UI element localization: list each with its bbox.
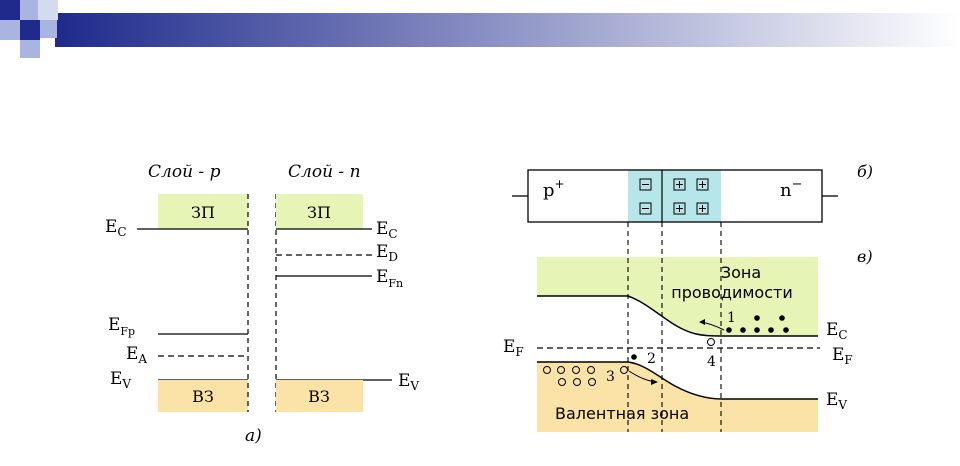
p-plus-label: p+ — [543, 177, 565, 201]
caption-a: а) — [245, 426, 262, 446]
ec-label-n: EC — [376, 219, 398, 241]
header-square — [20, 0, 40, 20]
header-square — [0, 0, 20, 20]
header-square — [20, 40, 40, 58]
conduction-zone-label-2: проводимости — [671, 283, 792, 302]
conduction-band-n-label: ЗП — [307, 203, 331, 222]
hole — [620, 366, 628, 374]
conduction-band-p — [158, 194, 248, 229]
positive-ion — [696, 202, 709, 215]
marker-3: 3 — [606, 369, 615, 385]
ed-label: ED — [376, 242, 398, 264]
header-square — [40, 20, 57, 38]
negative-ion — [639, 178, 652, 191]
hole — [587, 366, 595, 374]
ev-label-v: EV — [826, 390, 847, 412]
holes — [543, 338, 715, 386]
diagram-b: б) p+ n− — [512, 162, 873, 223]
ef-label-left: EF — [503, 337, 524, 359]
valence-band-p — [158, 380, 248, 412]
marker-1: 1 — [727, 310, 736, 326]
hole — [558, 378, 566, 386]
electron — [726, 327, 732, 333]
ev-label-p: EV — [110, 369, 131, 391]
conduction-band-n — [276, 194, 363, 229]
caption-b: б) — [857, 162, 873, 181]
ec-band-edge — [537, 295, 818, 337]
n-minus-label: n− — [780, 177, 803, 201]
ec-label-p: EC — [105, 217, 127, 239]
electron — [783, 327, 789, 333]
positive-ion — [696, 178, 709, 191]
diagram-a: Слой - p Слой - n ЗП ВЗ EC EFp EA EV ЗП … — [105, 162, 419, 446]
pn-structure — [527, 169, 823, 223]
ef-label-right: EF — [832, 345, 853, 367]
layer-n-title: Слой - n — [288, 162, 361, 182]
conduction-zone-label-1: Зона — [721, 263, 761, 282]
positive-ion — [673, 178, 686, 191]
caption-v: в) — [857, 247, 873, 266]
conduction-band-area — [537, 257, 818, 336]
layer-p-title: Слой - p — [148, 162, 221, 182]
ec-label-v: EC — [826, 320, 848, 342]
electron — [768, 327, 774, 333]
electron — [740, 327, 746, 333]
marker-4: 4 — [707, 354, 716, 370]
electron — [779, 315, 785, 321]
electron — [631, 354, 637, 360]
electron — [754, 327, 760, 333]
arrow-3 — [628, 370, 658, 385]
conduction-band-p-label: ЗП — [191, 203, 215, 222]
efn-label: EFn — [376, 267, 403, 290]
valence-band-p-label: ВЗ — [192, 387, 214, 406]
header-square — [0, 20, 20, 40]
header-gradient-bar — [55, 13, 960, 47]
header-decoration — [0, 0, 960, 58]
hole — [588, 378, 596, 386]
hole — [557, 366, 565, 374]
ev-band-edge — [537, 361, 818, 400]
hole — [543, 366, 551, 374]
electrons — [631, 315, 789, 360]
electron — [754, 315, 760, 321]
hole — [573, 378, 581, 386]
arrow-1 — [699, 319, 725, 331]
efp-label: EFp — [108, 315, 135, 338]
hole — [707, 338, 715, 346]
header-square — [38, 0, 58, 20]
ev-label-n: EV — [398, 371, 419, 393]
header-square — [20, 20, 40, 40]
valence-zone-label: Валентная зона — [555, 404, 689, 423]
valence-band-n-label: ВЗ — [308, 387, 330, 406]
hole — [572, 366, 580, 374]
positive-ion — [673, 202, 686, 215]
diagram-v: в) Зона проводимости Валентная зона EC E… — [503, 222, 873, 432]
ea-label: EA — [126, 344, 147, 366]
valence-band-area — [537, 362, 818, 432]
valence-band-n — [276, 380, 363, 412]
marker-2: 2 — [647, 351, 656, 367]
negative-ion — [639, 202, 652, 215]
